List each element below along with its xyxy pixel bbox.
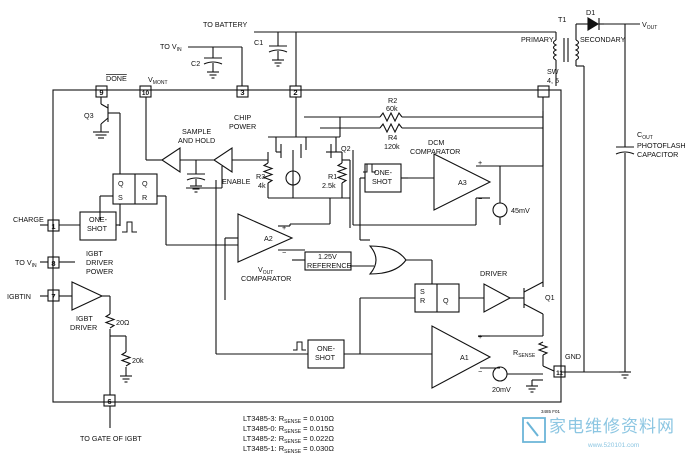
ic-boundary	[52, 89, 562, 403]
a2-label: A2	[264, 234, 273, 243]
a2-minus: −	[282, 248, 286, 257]
watermark: 家电维修资料网 www.520101.com	[522, 417, 675, 449]
latch-bot-r: R	[420, 296, 425, 305]
vmont-label: VMONT	[148, 75, 168, 86]
a1-one-shot-label-2: SHOT	[315, 353, 336, 362]
latch-top-r: R	[142, 193, 147, 202]
rsense-row: LT3485-1: RSENSE = 0.030Ω	[243, 444, 334, 455]
pin-9: 9	[99, 88, 103, 97]
q2-label: Q2	[341, 144, 351, 153]
to-gate-label: TO GATE OF IGBT	[80, 434, 142, 443]
primary-label: PRIMARY	[521, 35, 554, 44]
v45-label: 45mV	[511, 206, 530, 215]
igbt-driver-power-2: DRIVER	[86, 258, 113, 267]
gnd-label: GND	[565, 352, 581, 361]
pin-6: 6	[107, 397, 111, 406]
pin-3: 3	[240, 88, 244, 97]
v20-label: 20mV	[492, 385, 511, 394]
r1-value: 2.5k	[322, 181, 336, 190]
sw-label: SW	[547, 67, 559, 76]
igbtin-label: IGBTIN	[7, 292, 31, 301]
rsense-label: RSENSE	[513, 348, 536, 359]
rsense-row: LT3485-2: RSENSE = 0.022Ω	[243, 434, 334, 445]
r1-label: R1	[328, 172, 337, 181]
rsense-row: LT3485-0: RSENSE = 0.015Ω	[243, 424, 334, 435]
sw-pins-label: 4, 5	[547, 76, 559, 85]
a1-label: A1	[460, 353, 469, 362]
charge-one-shot-label-2: SHOT	[87, 224, 108, 233]
latch-bot-q: Q	[443, 296, 449, 305]
r3-value: 4k	[258, 181, 266, 190]
pin-1: 1	[51, 222, 55, 231]
r2-label: R2	[388, 96, 397, 105]
to-battery-label: TO BATTERY	[203, 20, 248, 29]
a1-one-shot-label-1: ONE-	[317, 344, 336, 353]
chip-power-label-1: CHIP	[234, 113, 251, 122]
watermark-url: www.520101.com	[587, 442, 639, 449]
t1-label: T1	[558, 15, 566, 24]
pin-11: 11	[556, 370, 563, 377]
r2-value: 60k	[386, 104, 398, 113]
secondary-label: SECONDARY	[580, 35, 626, 44]
dcm-one-shot-label-1: ONE-	[374, 168, 393, 177]
rsense-row: LT3485-3: RSENSE = 0.010Ω	[243, 414, 334, 425]
d1-label: D1	[586, 8, 595, 17]
a3-plus: +	[478, 158, 482, 167]
c2-label: C2	[191, 59, 200, 68]
watermark-text: 家电维修资料网	[549, 417, 675, 437]
sample-hold-label-2: AND HOLD	[178, 136, 215, 145]
vout-comp-label-1: VOUT	[258, 265, 273, 276]
dcm-label-2: COMPARATOR	[410, 147, 460, 156]
a1-plus: +	[478, 332, 482, 341]
charge-label: CHARGE	[13, 215, 44, 224]
to-vin-top-label: TO VIN	[160, 42, 182, 53]
r3-label: R3	[256, 172, 265, 181]
ref-label-1: 1.25V	[318, 252, 337, 261]
ref-label-2: REFERENCE	[307, 261, 352, 270]
q1-label: Q1	[545, 293, 555, 302]
cout-label: COUT	[637, 130, 653, 141]
a1-minus: −	[478, 367, 482, 376]
pin-8: 8	[51, 259, 55, 268]
dcm-one-shot-label-2: SHOT	[372, 177, 393, 186]
r4-label: R4	[388, 133, 397, 142]
latch-top-s: S	[118, 193, 123, 202]
vout-comp-label-2: COMPARATOR	[241, 274, 291, 283]
a3-minus: −	[478, 194, 482, 203]
pin-10: 10	[142, 90, 150, 97]
r20k-label: 20k	[132, 356, 144, 365]
figure-id: 3485 F01	[541, 409, 561, 414]
r20-label: 20Ω	[116, 318, 130, 327]
chip-power-label-2: POWER	[229, 122, 256, 131]
enable-label: ENABLE	[222, 177, 251, 186]
latch-top-q2: Q	[142, 179, 148, 188]
igbt-driver-power-3: POWER	[86, 267, 113, 276]
vout-label: VOUT	[642, 20, 657, 31]
igbt-drv-label-1: IGBT	[76, 314, 93, 323]
a2-plus: +	[282, 223, 286, 232]
done-label: DONE	[106, 74, 127, 83]
photoflash-label-1: PHOTOFLASH	[637, 141, 686, 150]
a3-label: A3	[458, 178, 467, 187]
c1-label: C1	[254, 38, 263, 47]
sample-hold-label-1: SAMPLE	[182, 127, 211, 136]
latch-top-q: Q	[118, 179, 124, 188]
r4-value: 120k	[384, 142, 400, 151]
dcm-label-1: DCM	[428, 138, 444, 147]
charge-one-shot-label-1: ONE-	[89, 215, 108, 224]
igbt-driver-power-1: IGBT	[86, 249, 103, 258]
to-vin-left-label: TO VIN	[15, 258, 37, 269]
pin-7: 7	[51, 292, 55, 301]
q3-label: Q3	[84, 111, 94, 120]
latch-bot-s: S	[420, 287, 425, 296]
pin-2: 2	[293, 88, 297, 97]
photoflash-label-2: CAPACITOR	[637, 150, 678, 159]
driver-label: DRIVER	[480, 269, 507, 278]
igbt-drv-label-2: DRIVER	[70, 323, 97, 332]
